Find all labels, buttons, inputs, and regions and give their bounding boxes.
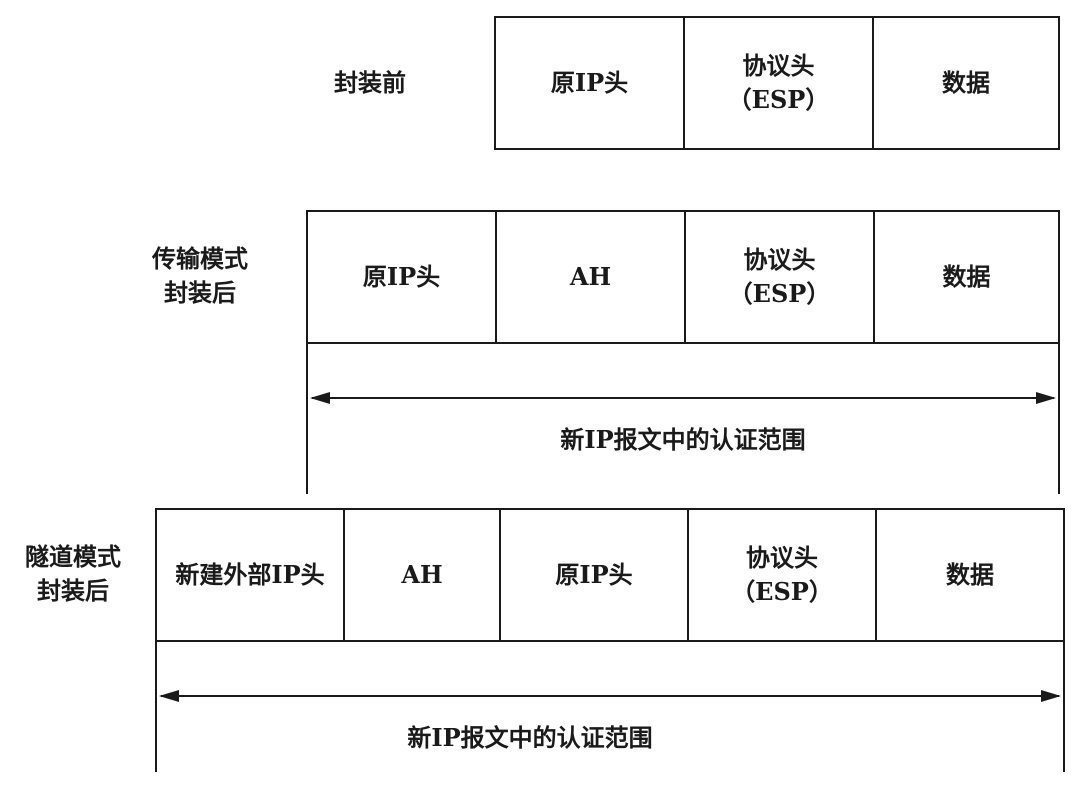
transport-cell-esp-header: 协议头 （ESP） [686, 212, 875, 342]
cell-subtext: （ESP） [731, 577, 833, 606]
before-cell-orig-ip-header: 原IP头 [496, 18, 685, 148]
cell-text: 新建外部IP头 [175, 560, 325, 589]
cell-text: AH [569, 262, 612, 291]
transport-range-label: 新IP报文中的认证范围 [560, 425, 806, 454]
tunnel-cell-data: 数据 [877, 510, 1063, 640]
cell-text: 协议头 [742, 51, 815, 80]
transport-cell-orig-ip-header: 原IP头 [308, 212, 497, 342]
tunnel-label-line1: 隧道模式 [25, 542, 121, 571]
cell-text: 协议头 [746, 543, 818, 572]
transport-packet: 原IP头 AH 协议头 （ESP） 数据 [306, 210, 1060, 344]
tunnel-packet: 新建外部IP头 AH 原IP头 协议头 （ESP） 数据 [155, 508, 1065, 642]
cell-text: 数据 [946, 560, 994, 589]
tunnel-cell-esp-header: 协议头 （ESP） [689, 510, 877, 640]
tunnel-range-label: 新IP报文中的认证范围 [407, 723, 653, 752]
cell-text: 数据 [942, 262, 991, 291]
tunnel-range-arrow [157, 686, 1063, 706]
before-label: 封装前 [320, 66, 420, 100]
transport-label: 传输模式 封装后 [130, 242, 270, 310]
before-cell-data: 数据 [874, 18, 1058, 148]
tunnel-label-line2: 封装后 [37, 576, 109, 605]
before-cell-esp-header: 协议头 （ESP） [685, 18, 874, 148]
cell-text: 协议头 [743, 245, 816, 274]
tunnel-cell-new-outer-ip-header: 新建外部IP头 [157, 510, 345, 640]
tunnel-cell-ah: AH [345, 510, 501, 640]
tunnel-range-right-line [1063, 640, 1065, 772]
cell-text: 原IP头 [550, 68, 629, 97]
transport-cell-data: 数据 [875, 212, 1058, 342]
transport-label-line2: 封装后 [164, 278, 236, 307]
cell-text: 数据 [942, 68, 990, 97]
cell-text: AH [401, 560, 443, 589]
transport-cell-ah: AH [497, 212, 686, 342]
before-label-text: 封装前 [334, 68, 406, 97]
transport-range-right-line [1058, 342, 1060, 494]
tunnel-cell-orig-ip-header: 原IP头 [501, 510, 689, 640]
cell-text: 原IP头 [362, 262, 441, 291]
cell-text: 原IP头 [555, 560, 633, 589]
cell-subtext: （ESP） [727, 85, 830, 114]
transport-range-arrow [308, 388, 1058, 408]
transport-label-line1: 传输模式 [152, 244, 248, 273]
cell-subtext: （ESP） [728, 279, 831, 308]
before-packet: 原IP头 协议头 （ESP） 数据 [494, 16, 1060, 150]
tunnel-range-left-line [155, 640, 157, 772]
transport-range-left-line [306, 342, 308, 494]
tunnel-label: 隧道模式 封装后 [0, 540, 146, 608]
